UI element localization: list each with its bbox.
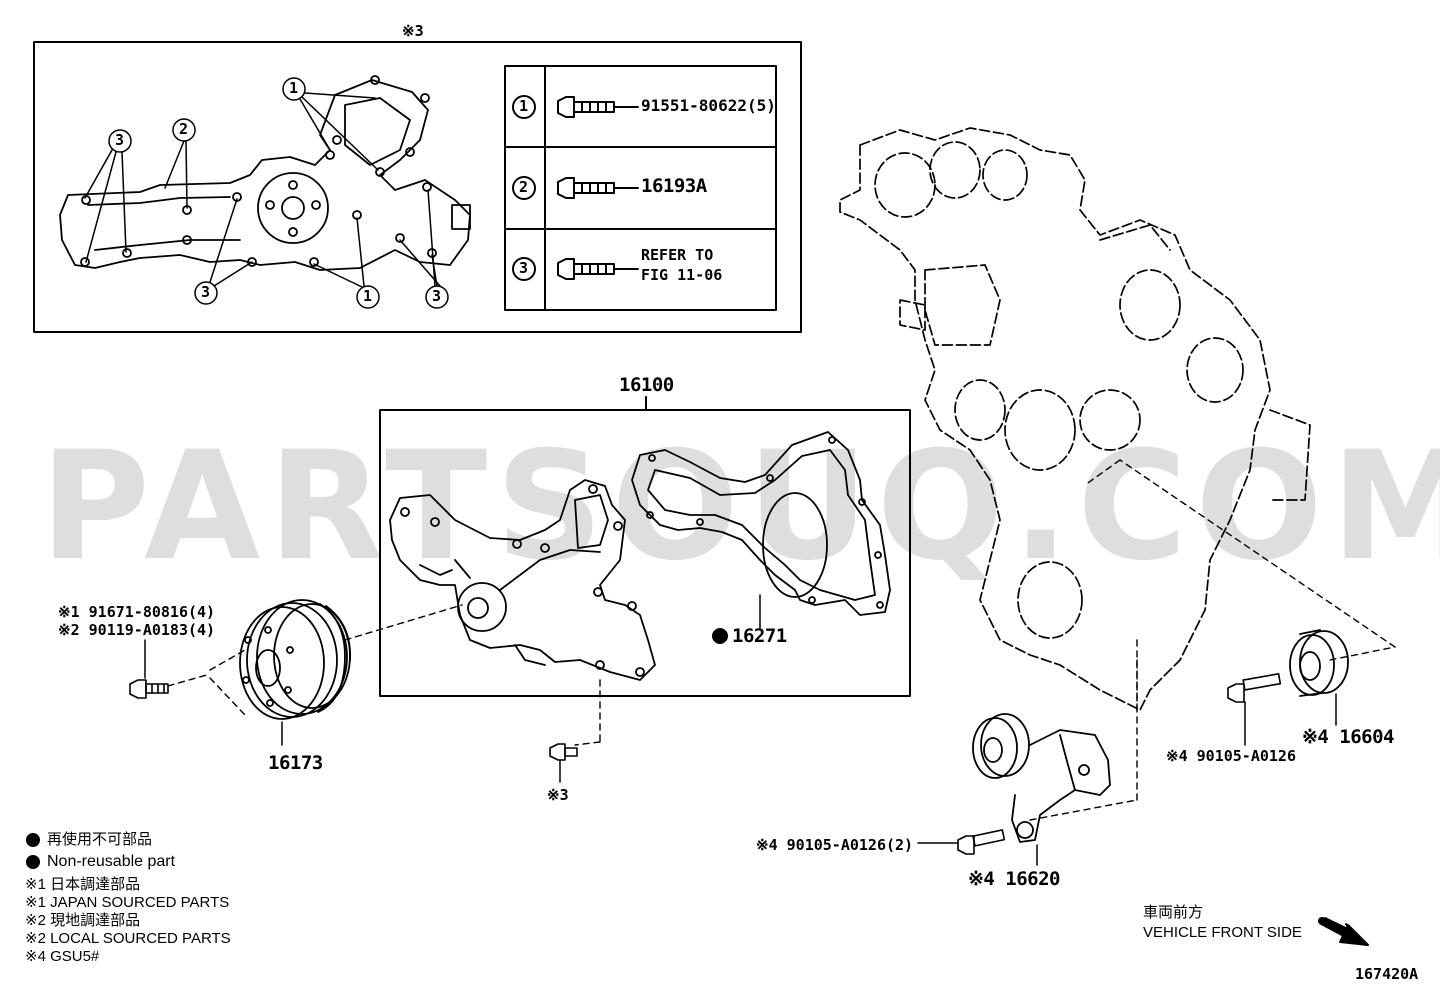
inset-callout-circles <box>84 77 449 309</box>
row2-number: 2 <box>519 178 529 196</box>
row2-number-circle <box>512 176 536 200</box>
inset-title: ※3 <box>402 22 424 40</box>
row3-bolt-icon <box>557 258 639 280</box>
legend-japan-sourced-jp: ※1 日本調達部品 <box>25 876 141 893</box>
callout-2: 2 <box>179 120 189 138</box>
row2-part-number[interactable]: 16193A <box>641 175 707 197</box>
pulley-16173 <box>239 599 351 720</box>
part-16173-label[interactable]: 16173 <box>268 752 323 774</box>
row3-ref-line2[interactable]: FIG 11-06 <box>641 266 723 284</box>
callout-3: 3 <box>201 283 211 301</box>
inset-frame <box>33 41 802 333</box>
row3-number: 3 <box>519 259 529 277</box>
row1-bolt-icon <box>557 96 639 118</box>
legend-local-sourced-jp: ※2 現地調達部品 <box>25 912 141 929</box>
idler-bolt-icon <box>1227 673 1282 703</box>
direction-label-jp: 車両前方 <box>1143 904 1204 921</box>
legend-dot-en <box>26 855 40 869</box>
row2-bolt-icon <box>557 177 639 199</box>
part-16604-label[interactable]: ※4 16604 <box>1302 726 1395 748</box>
part-16620-label[interactable]: ※4 16620 <box>968 868 1061 890</box>
legend-local-sourced-en: ※2 LOCAL SOURCED PARTS <box>25 930 231 947</box>
row1-part-number[interactable]: 91551-80622(5) <box>641 96 776 115</box>
bolt-note-1[interactable]: ※1 91671-80816(4) <box>58 603 216 621</box>
inset-water-pump-outline <box>59 75 471 271</box>
part-16271-label[interactable]: 16271 <box>732 625 787 647</box>
row3-ref-line1: REFER TO <box>641 246 714 264</box>
row1-number-circle <box>512 95 536 119</box>
legend-nonreuse-jp: 再使用不可部品 <box>47 831 153 848</box>
row1-number: 1 <box>519 97 529 115</box>
legend-model-code: ※4 GSU5# <box>25 948 100 965</box>
row3-number-circle <box>512 257 536 281</box>
callout-1: 1 <box>289 79 299 97</box>
legend-nonreuse-en: Non-reusable part <box>47 853 176 870</box>
callout-3: 3 <box>432 287 442 305</box>
tensioner-bolt-icon <box>957 829 1006 855</box>
water-pump-body <box>389 479 656 681</box>
small-bolt-icon <box>549 743 578 761</box>
callout-1: 1 <box>363 287 373 305</box>
part-16100-label[interactable]: 16100 <box>619 374 674 396</box>
legend-japan-sourced-en: ※1 JAPAN SOURCED PARTS <box>25 894 230 911</box>
idler-pulley-16604 <box>1289 629 1349 697</box>
figure-code: 167420A <box>1355 965 1419 983</box>
watermark: PARTSOUQ.COM <box>40 420 1440 594</box>
small-bolt-note: ※3 <box>547 786 569 804</box>
tensioner-bolt-label[interactable]: ※4 90105-A0126(2) <box>756 836 914 854</box>
direction-label-en: VEHICLE FRONT SIDE <box>1143 924 1302 941</box>
assembly-dashed-lines <box>167 459 1396 821</box>
bolt-note-2[interactable]: ※2 90119-A0183(4) <box>58 621 216 639</box>
pulley-bolt-icon <box>129 679 169 699</box>
callout-3: 3 <box>115 131 125 149</box>
legend-dot-jp <box>26 833 40 847</box>
water-pump-assy-frame <box>379 409 911 697</box>
inset-table <box>504 65 777 311</box>
idler-bolt-label[interactable]: ※4 90105-A0126 <box>1166 747 1296 765</box>
timing-chain-cover <box>839 127 1311 711</box>
non-reusable-dot <box>712 628 728 644</box>
belt-tensioner-16620 <box>972 713 1111 843</box>
water-pump-gasket <box>631 431 891 616</box>
